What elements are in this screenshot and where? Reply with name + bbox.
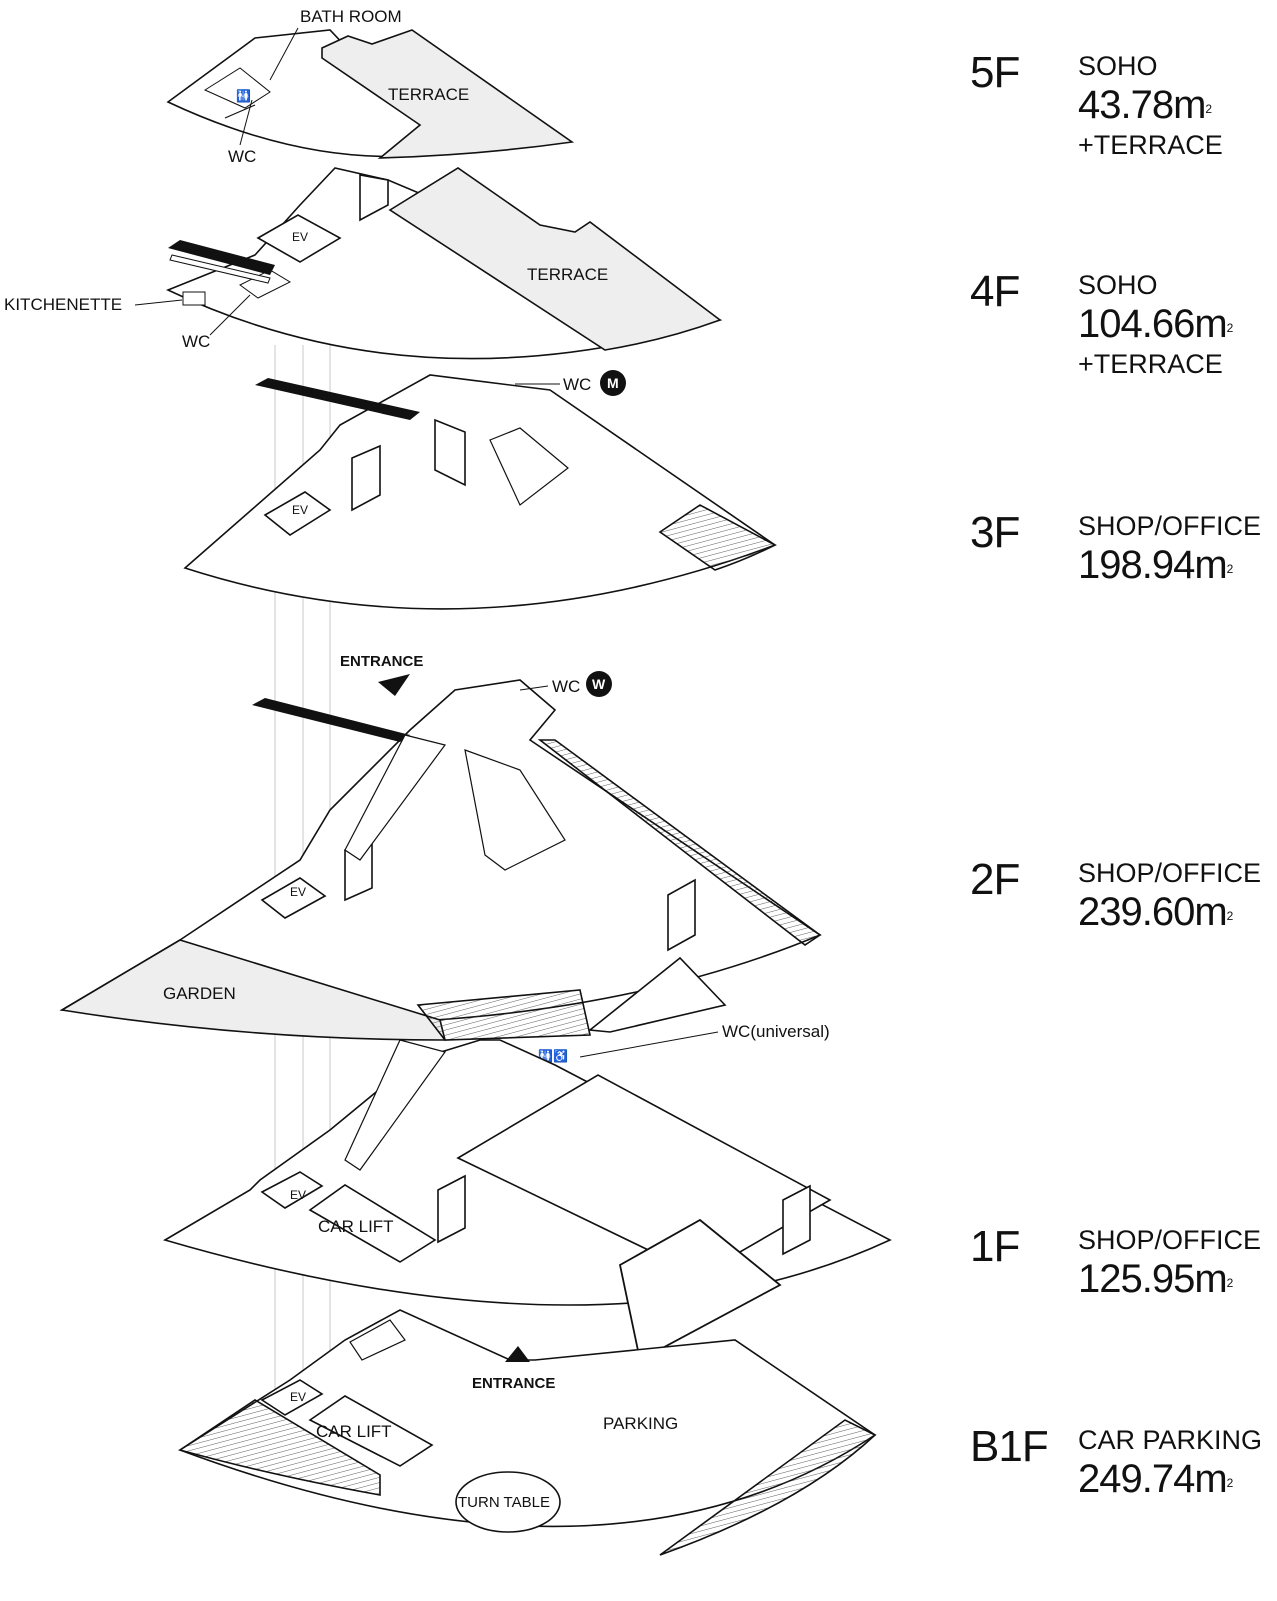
floor-use: SOHO xyxy=(1078,270,1158,300)
area-unit-superscript: 2 xyxy=(1226,321,1234,335)
area-unit-superscript: 2 xyxy=(1226,909,1234,923)
turn-table-label: TURN TABLE xyxy=(458,1494,550,1511)
floor-b1f-plan xyxy=(178,1309,877,1556)
car-lift-1f-label: CAR LIFT xyxy=(318,1217,394,1236)
floor-level: 1F xyxy=(970,1222,1020,1271)
ev-1f-label: EV xyxy=(290,1188,306,1202)
hatched-right-b1f xyxy=(659,1419,877,1556)
kitchenette-label: KITCHENETTE xyxy=(4,295,122,314)
accessible-toilet-icon: 🚻♿ xyxy=(538,1049,568,1063)
entrance-arrow-2f xyxy=(378,674,410,696)
floor-level: 5F xyxy=(970,48,1020,97)
wc-universal-label: WC(universal) xyxy=(722,1022,830,1041)
hatched-left-b1f xyxy=(178,1399,381,1496)
entrance-b1f-label: ENTRANCE xyxy=(472,1375,555,1392)
floor-use: SOHO xyxy=(1078,51,1158,81)
hatched-area-3f xyxy=(658,504,777,571)
stair-3f xyxy=(255,378,569,506)
wc-4f-label: WC xyxy=(182,332,210,351)
floor-area: 239.60m2 xyxy=(1078,889,1261,935)
floor-area-value: 198.94m xyxy=(1078,543,1228,587)
hatched-wall-2f xyxy=(537,739,822,946)
ev-b1f-label: EV xyxy=(290,1390,306,1404)
elevator-4f xyxy=(256,214,342,263)
floor-level: 3F xyxy=(970,508,1020,557)
floor-extra: +TERRACE xyxy=(1078,130,1223,160)
garden-label: GARDEN xyxy=(163,984,236,1003)
area-unit-superscript: 2 xyxy=(1205,102,1212,116)
wc-3f-label: WC xyxy=(563,375,591,394)
parking-label: PARKING xyxy=(603,1414,678,1433)
floor-area-value: 43.78m xyxy=(1078,83,1206,127)
wc-5f-label: WC xyxy=(228,147,256,166)
stair-2f xyxy=(252,698,727,1033)
floor-level: 4F xyxy=(970,267,1020,316)
floor-info: SOHO 43.78m2 +TERRACE xyxy=(1078,50,1223,162)
floor-level: B1F xyxy=(970,1422,1049,1471)
floor-4f-plan xyxy=(166,167,723,360)
ev-2f-label: EV xyxy=(290,885,306,899)
floor-use: SHOP/OFFICE xyxy=(1078,858,1262,888)
terrace-5f xyxy=(321,29,575,159)
floor-area-value: 239.60m xyxy=(1078,890,1228,934)
area-unit-superscript: 2 xyxy=(1226,1476,1234,1490)
car-lift-1f xyxy=(308,1184,437,1263)
women-badge-2f xyxy=(586,671,612,697)
floor-area-value: 104.66m xyxy=(1078,302,1228,346)
stair-4f xyxy=(168,240,275,284)
floor-area: 125.95m2 xyxy=(1078,1256,1261,1302)
exploded-axonometric-diagram: BATH ROOM TERRACE WC 🚻 EV TERRACE KITCHE… xyxy=(4,7,892,1556)
floor-area: 43.78m2 xyxy=(1078,82,1223,128)
ev-4f-label: EV xyxy=(292,230,308,244)
car-lift-b1f-label: CAR LIFT xyxy=(316,1422,392,1441)
floor-use: CAR PARKING xyxy=(1078,1425,1263,1455)
floor-info: CAR PARKING 249.74m2 xyxy=(1078,1424,1262,1502)
floor-area-value: 249.74m xyxy=(1078,1457,1228,1501)
floor-level: 2F xyxy=(970,855,1020,904)
wc-2f-badge: W xyxy=(592,676,606,692)
floor-use: SHOP/OFFICE xyxy=(1078,1225,1262,1255)
bath-room-label: BATH ROOM xyxy=(300,7,402,26)
floor-area: 104.66m2 xyxy=(1078,301,1234,347)
area-unit-superscript: 2 xyxy=(1226,562,1234,576)
floor-area-value: 125.95m xyxy=(1078,1257,1228,1301)
entrance-2f-label: ENTRANCE xyxy=(340,653,423,670)
floor-info: SHOP/OFFICE 239.60m2 xyxy=(1078,857,1261,935)
entrance-arrow-b1f xyxy=(505,1346,530,1362)
stair-b1f xyxy=(349,1319,406,1361)
wc-2f-label: WC xyxy=(552,677,580,696)
void-1f xyxy=(456,1074,832,1276)
area-unit-superscript: 2 xyxy=(1226,1276,1234,1290)
men-badge-3f xyxy=(600,370,626,396)
terrace-4f xyxy=(388,167,722,351)
floor-info: SHOP/OFFICE 125.95m2 xyxy=(1078,1224,1261,1302)
car-lift-b1f xyxy=(308,1395,434,1467)
turn-table xyxy=(455,1471,561,1533)
garden-2f xyxy=(59,939,447,1041)
floor-extra: +TERRACE xyxy=(1078,349,1223,379)
hatched-strip-2f xyxy=(416,989,591,1041)
terrace-5f-label: TERRACE xyxy=(388,85,469,104)
terrace-4f-label: TERRACE xyxy=(527,265,608,284)
floor-info: SHOP/OFFICE 198.94m2 xyxy=(1078,510,1261,588)
ev-3f-label: EV xyxy=(292,503,308,517)
floor-use: SHOP/OFFICE xyxy=(1078,511,1262,541)
floor-5f-plan xyxy=(166,29,575,159)
stair-1f xyxy=(344,1039,782,1362)
floor-1f-plan xyxy=(162,1039,892,1306)
toilet-icon-5f: 🚻 xyxy=(236,89,251,103)
floor-area: 249.74m2 xyxy=(1078,1456,1262,1502)
wc-3f-badge: M xyxy=(607,375,619,391)
floor-3f-plan xyxy=(183,374,777,610)
floor-area: 198.94m2 xyxy=(1078,542,1261,588)
floor-info: SOHO 104.66m2 +TERRACE xyxy=(1078,269,1234,381)
